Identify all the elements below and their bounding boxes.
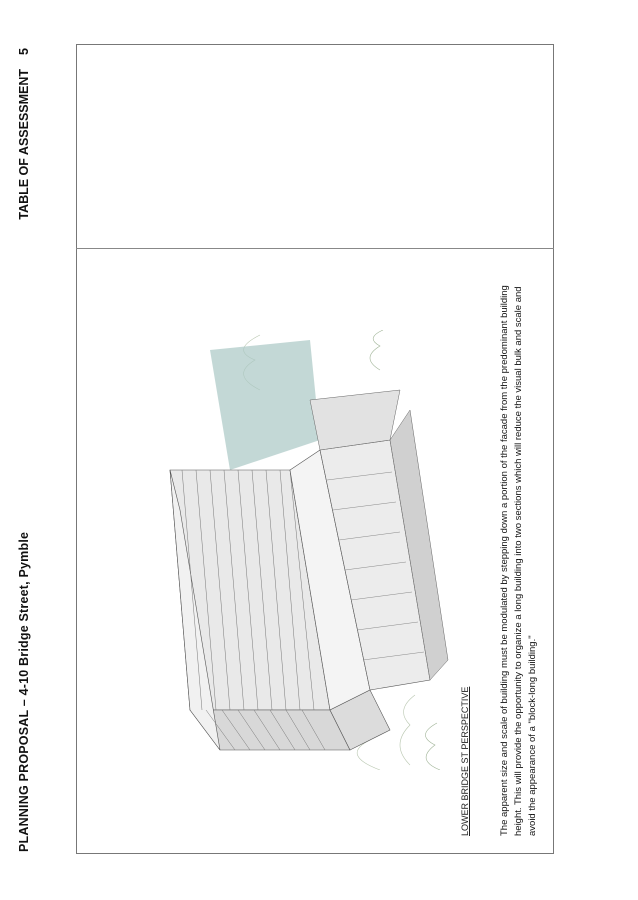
- side-structure: [309, 389, 401, 451]
- assessment-paragraph: The apparent size and scale of building …: [499, 285, 538, 836]
- foreground-trees: [369, 330, 441, 770]
- section-title: TABLE OF ASSESSMENT: [17, 68, 31, 220]
- page-number: 5: [17, 48, 31, 55]
- figure-caption: LOWER BRIDGE ST PERSPECTIVE: [460, 686, 470, 836]
- section-header: TABLE OF ASSESSMENT 5: [17, 48, 31, 220]
- podium: [289, 439, 431, 751]
- street-awning: [389, 409, 449, 681]
- table-column-divider: [76, 248, 554, 249]
- building-perspective-image: [169, 330, 449, 770]
- podium-columns: [326, 471, 425, 661]
- document-title: PLANNING PROPOSAL – 4-10 Bridge Street, …: [17, 531, 31, 852]
- teal-backdrop: [210, 340, 320, 470]
- tower-louvres: [181, 469, 326, 751]
